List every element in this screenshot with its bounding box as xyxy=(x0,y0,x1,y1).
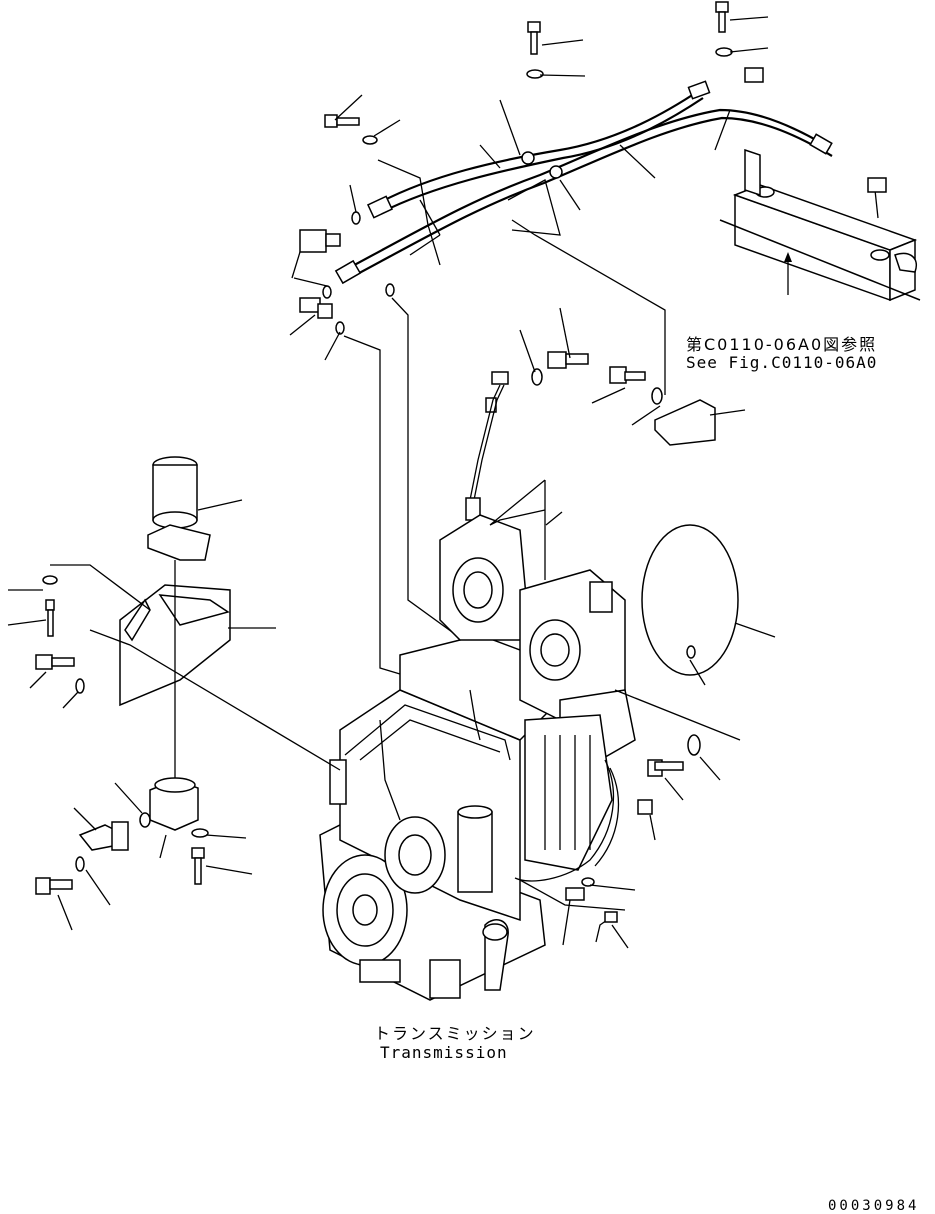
main-label-jp: トランスミッション xyxy=(374,1024,536,1043)
sensor-harness xyxy=(465,371,509,521)
leader-lines-right xyxy=(489,479,776,949)
right-small-parts xyxy=(565,734,701,943)
reference-note-jp: 第C0110-06A0図参照 xyxy=(686,335,878,354)
oil-cooler xyxy=(719,148,921,302)
main-label-en: Transmission xyxy=(380,1043,508,1062)
bolts-top xyxy=(299,1,764,446)
transmission-body xyxy=(319,514,636,1001)
left-assembly xyxy=(35,456,231,895)
drawing-number: 00030984 xyxy=(828,1198,920,1214)
gasket xyxy=(641,524,739,676)
reference-note-en: See Fig.C0110-06A0 xyxy=(686,353,878,372)
hose-assembly xyxy=(334,80,833,285)
leader-lines-left xyxy=(7,499,341,931)
